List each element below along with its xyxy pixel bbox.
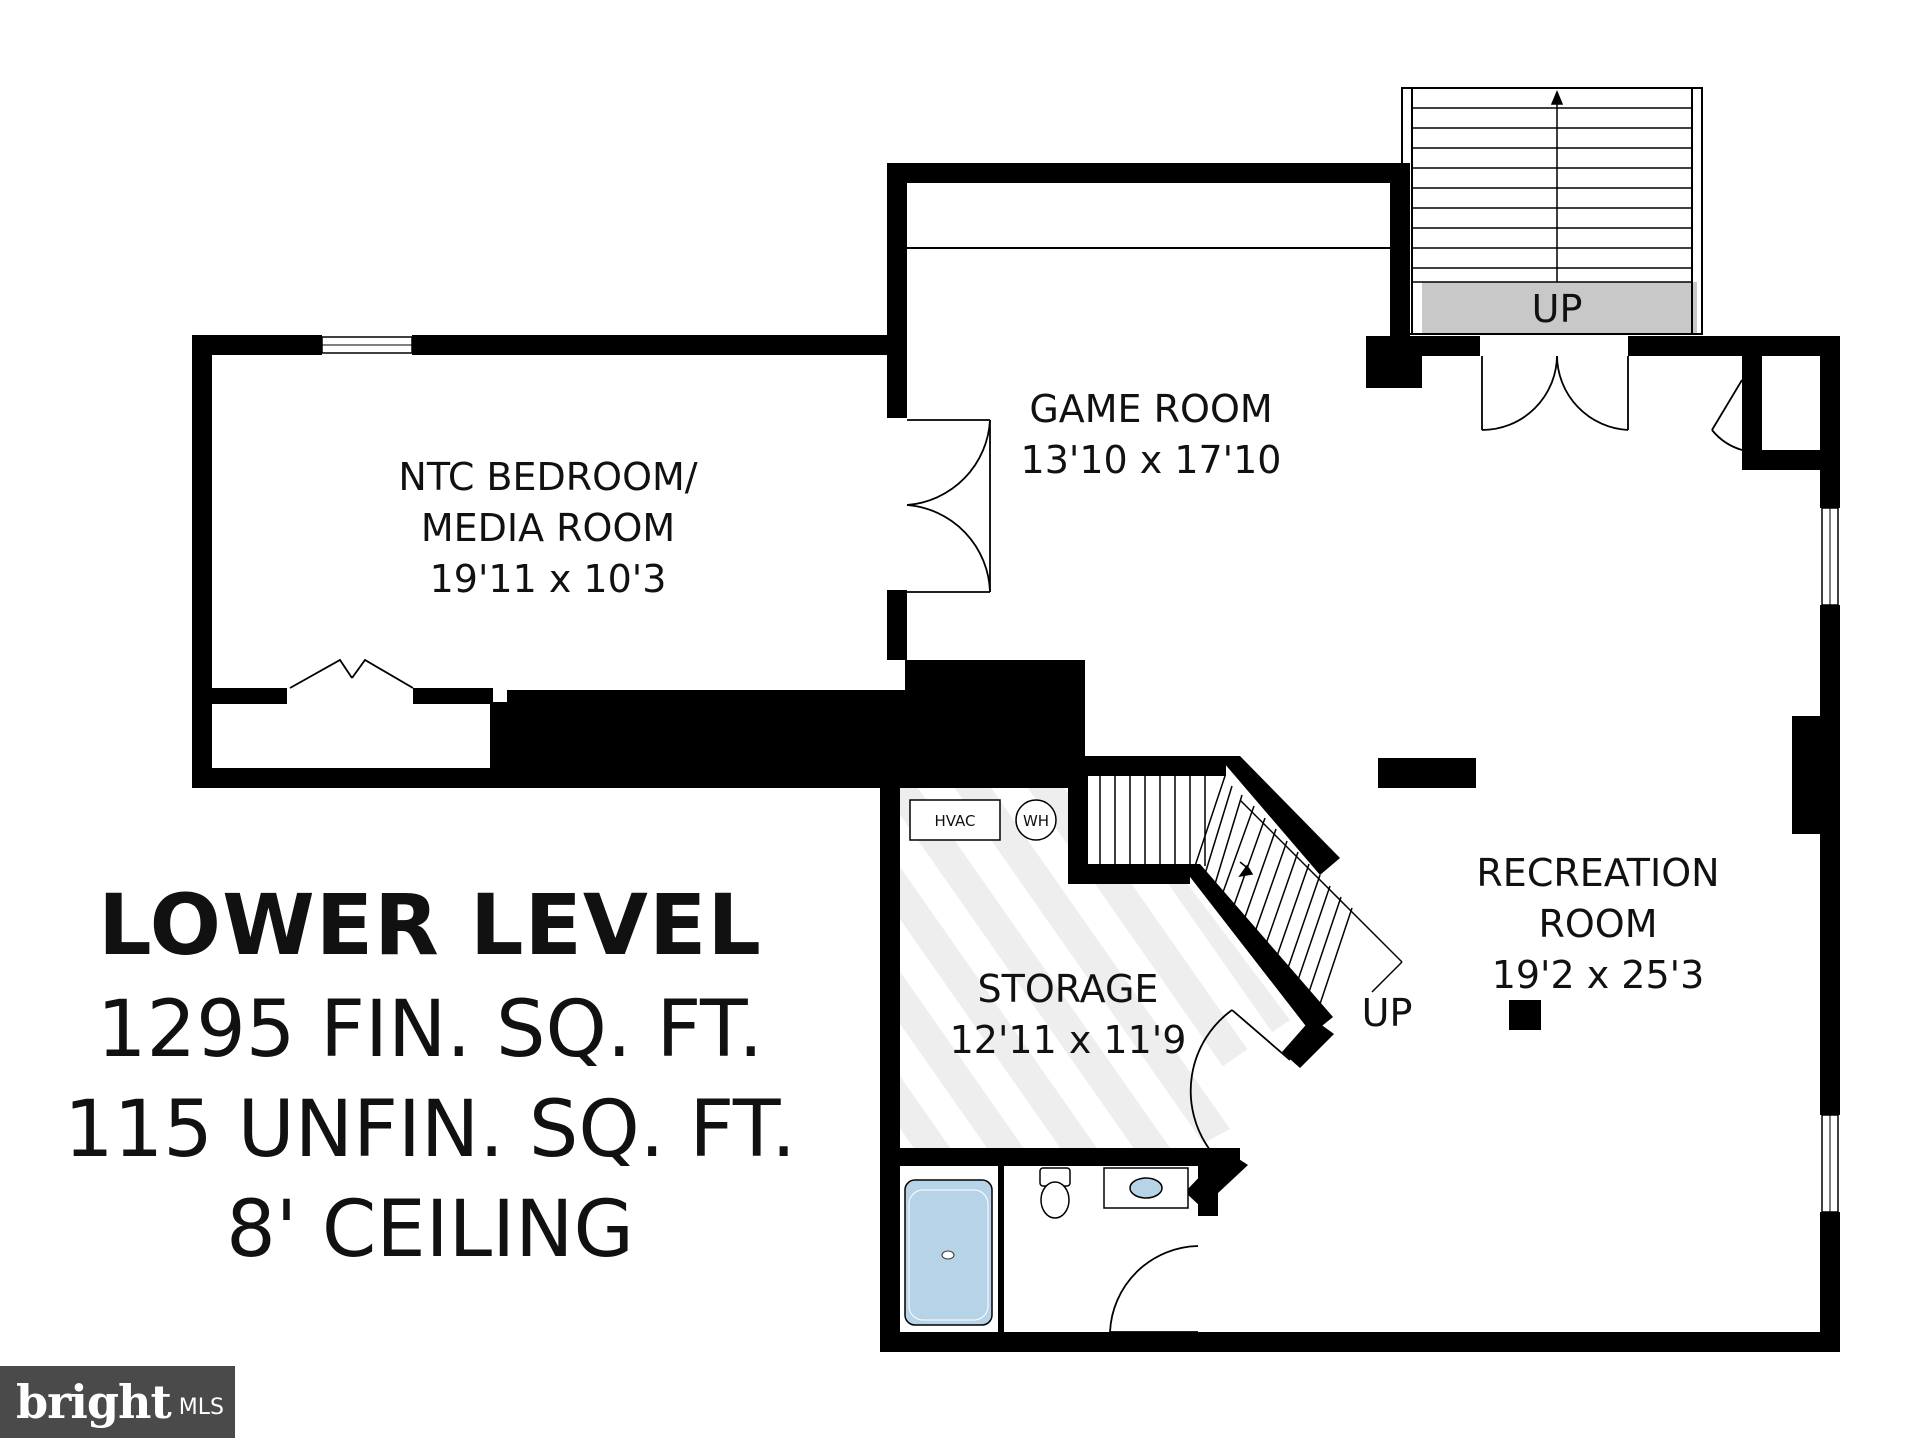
stair-landing xyxy=(1422,282,1697,334)
ntc-bedroom-dims: 19'11 x 10'3 xyxy=(430,557,667,601)
bright-mls-watermark: bright MLS xyxy=(0,1366,235,1438)
bath-fixtures xyxy=(904,1167,1189,1326)
hvac-box xyxy=(909,799,1001,841)
interior-stair-up-label: UP xyxy=(1362,991,1413,1035)
level-title: LOWER LEVEL xyxy=(98,876,762,974)
storage-dims: 12'11 x 11'9 xyxy=(950,1018,1187,1062)
exterior-stair-treads xyxy=(1412,90,1692,283)
game-room-dims: 13'10 x 17'10 xyxy=(1021,438,1282,482)
recreation-room-name-1: RECREATION xyxy=(1476,851,1719,895)
watermark-brand: bright xyxy=(16,1375,172,1429)
finished-area: 1295 FIN. SQ. FT. xyxy=(96,985,764,1075)
floor-summary: LOWER LEVEL 1295 FIN. SQ. FT. 115 UNFIN.… xyxy=(40,870,820,1280)
water-heater-circle xyxy=(1015,799,1057,841)
interior-stair-treads xyxy=(1099,775,1403,1005)
thin-lines xyxy=(321,87,1839,1213)
ntc-bedroom-name-2: MEDIA ROOM xyxy=(421,506,675,550)
storage-name: STORAGE xyxy=(978,967,1159,1011)
ceiling-height: 8' CEILING xyxy=(226,1185,634,1275)
mechanical-fixtures: HVAC WH xyxy=(909,799,1057,841)
exterior-stair-up-label: UP xyxy=(1532,287,1583,331)
room-labels: GAME ROOM 13'10 x 17'10 NTC BEDROOM/ MED… xyxy=(398,287,1719,1062)
watermark-suffix: MLS xyxy=(178,1394,224,1420)
walls xyxy=(192,163,1840,1352)
storage-area xyxy=(900,772,1290,1150)
game-room-name: GAME ROOM xyxy=(1029,387,1272,431)
recreation-room-name-2: ROOM xyxy=(1538,902,1657,946)
recreation-room-dims: 19'2 x 25'3 xyxy=(1492,953,1705,997)
hvac-label: HVAC xyxy=(934,812,975,830)
unfinished-area: 115 UNFIN. SQ. FT. xyxy=(63,1085,797,1175)
doors xyxy=(289,355,1743,1333)
ntc-bedroom-name-1: NTC BEDROOM/ xyxy=(398,455,697,499)
water-heater-label: WH xyxy=(1023,812,1049,830)
